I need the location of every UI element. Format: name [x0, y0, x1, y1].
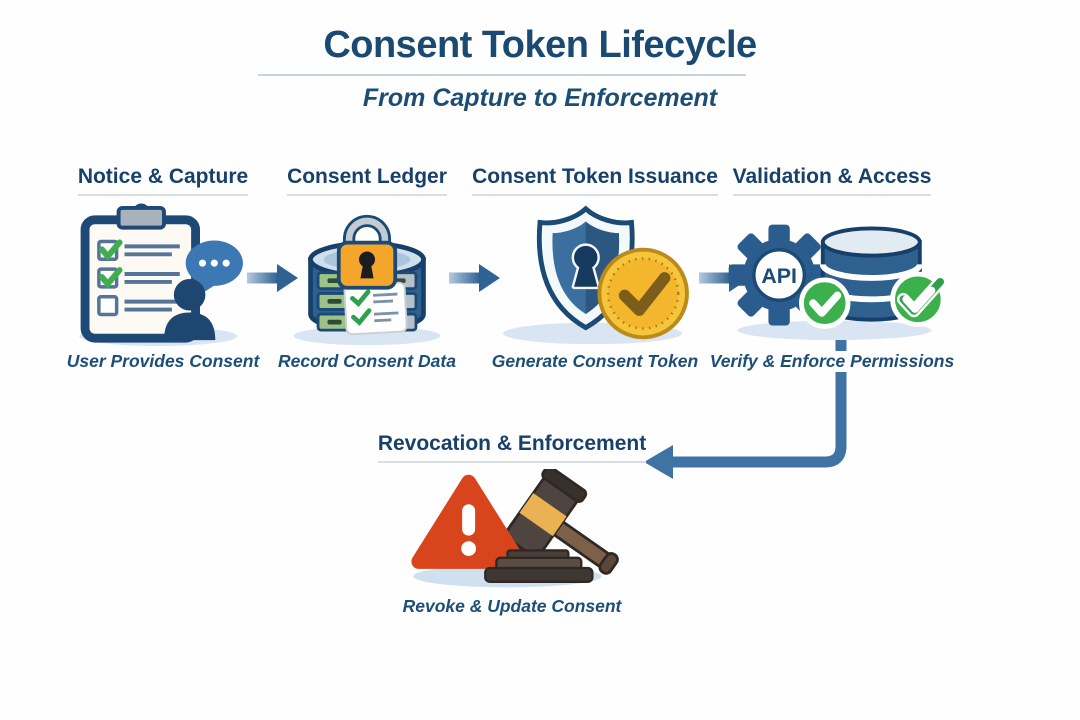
stage-notice-capture: Notice & Capture: [57, 165, 269, 372]
stage-heading: Validation & Access: [732, 165, 932, 196]
stage-heading: Notice & Capture: [77, 165, 249, 196]
api-gear-label: API: [761, 264, 797, 288]
page-title: Consent Token Lifecycle: [323, 24, 757, 66]
stage-caption: Revoke & Update Consent: [402, 596, 622, 616]
flow-arrow-1: [247, 264, 298, 292]
shield-token-coin-icon: [503, 205, 689, 345]
stage-validation-access: Validation & Access API: [703, 165, 961, 372]
api-gear-database-check-icon: API: [728, 224, 946, 341]
stage-caption: Record Consent Data: [278, 351, 456, 371]
stage-caption: Generate Consent Token: [491, 351, 699, 371]
clipboard-consent-icon: [79, 203, 243, 347]
stage-token-issuance: Consent Token Issuance Generate Consent …: [472, 165, 718, 372]
return-arrow: [644, 323, 847, 479]
flow-arrow-2: [449, 264, 500, 292]
stage-heading: Consent Token Issuance: [472, 165, 718, 196]
stage-caption: Verify & Enforce Permissions: [703, 351, 961, 372]
stage-heading: Revocation & Enforcement: [377, 432, 647, 463]
stage-caption: User Provides Consent: [66, 351, 260, 371]
stage-heading: Consent Ledger: [287, 165, 447, 196]
stage-consent-ledger: Consent Ledger: [271, 165, 463, 372]
title-divider: [258, 74, 746, 76]
page-subtitle: From Capture to Enforcement: [362, 84, 718, 112]
database-lock-icon: [293, 214, 441, 346]
warning-gavel-icon: [410, 468, 619, 587]
stage-revocation-enforcement: Revocation & Enforcement: [377, 432, 647, 617]
